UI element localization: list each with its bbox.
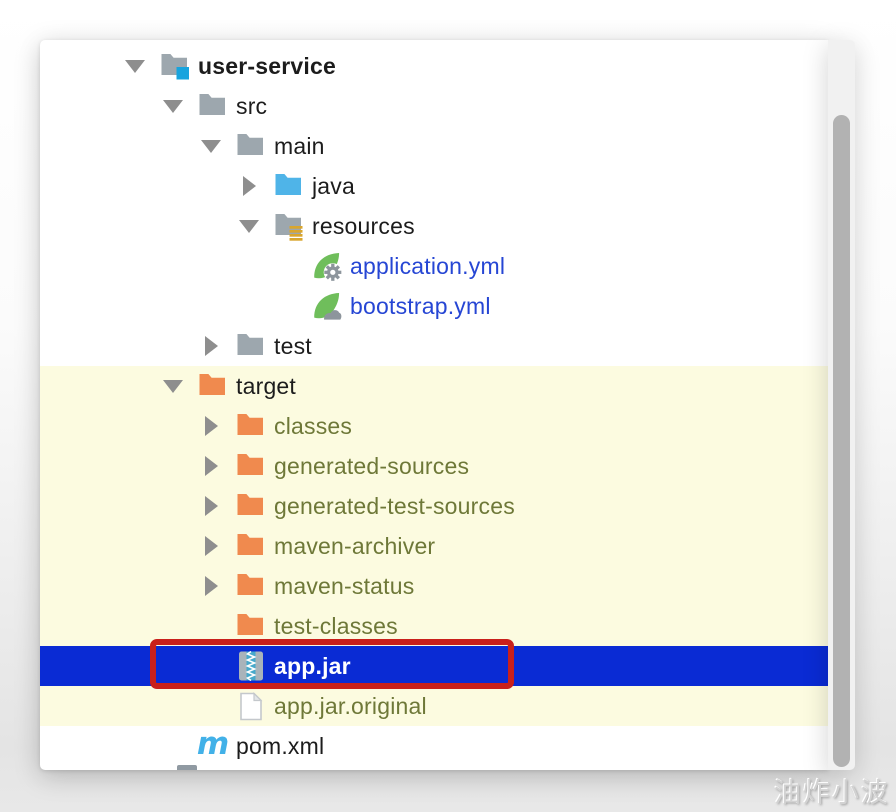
tree-row-classes[interactable]: classes [40, 406, 828, 446]
tree-row-bootstrap-yml[interactable]: bootstrap.yml [40, 286, 828, 326]
chevron-spacer [276, 246, 298, 286]
chevron-right-icon[interactable] [200, 406, 222, 446]
project-tree-panel: user-service src main java resources app… [40, 40, 828, 770]
folder-excluded-icon [198, 370, 228, 402]
chevron-spacer [162, 726, 184, 766]
tree-row-test[interactable]: test [40, 326, 828, 366]
tree-row-label: classes [274, 412, 353, 439]
spring-gear-icon [312, 250, 342, 282]
tree-row-user-service[interactable]: user-service [40, 46, 828, 86]
tree-row-generated-test-sources[interactable]: generated-test-sources [40, 486, 828, 526]
chevron-right-icon[interactable] [200, 446, 222, 486]
tree-row-label: generated-test-sources [274, 492, 515, 519]
tree-row-label: app.jar [274, 652, 351, 679]
tree-row-maven-archiver[interactable]: maven-archiver [40, 526, 828, 566]
tree-row-label: user-service [198, 52, 336, 79]
tree-row-label: main [274, 132, 325, 159]
folder-excluded-icon [236, 410, 266, 442]
project-tree: user-service src main java resources app… [40, 46, 828, 766]
chevron-down-icon[interactable] [200, 126, 222, 166]
chevron-spacer [200, 646, 222, 686]
chevron-down-icon[interactable] [162, 86, 184, 126]
folder-excluded-icon [236, 450, 266, 482]
folder-icon [236, 330, 266, 362]
maven-m-glyph: m [196, 726, 230, 762]
tree-row-label: test [274, 332, 312, 359]
clipped-next-row-icon [177, 765, 197, 770]
tree-row-test-classes[interactable]: test-classes [40, 606, 828, 646]
folder-excluded-icon [236, 570, 266, 602]
spring-cloud-icon [312, 290, 342, 322]
folder-excluded-icon [236, 490, 266, 522]
maven-icon: m [196, 726, 230, 762]
watermark-text: 油炸小波 [774, 778, 890, 808]
chevron-down-icon[interactable] [238, 206, 260, 246]
tree-row-src[interactable]: src [40, 86, 828, 126]
tree-row-app-jar[interactable]: app.jar [40, 646, 828, 686]
tree-row-target[interactable]: target [40, 366, 828, 406]
folder-resources-icon [274, 210, 304, 242]
chevron-right-icon[interactable] [200, 486, 222, 526]
chevron-right-icon[interactable] [200, 526, 222, 566]
tree-row-maven-status[interactable]: maven-status [40, 566, 828, 606]
folder-icon [198, 90, 228, 122]
chevron-right-icon[interactable] [200, 566, 222, 606]
chevron-spacer [276, 286, 298, 326]
chevron-right-icon[interactable] [238, 166, 260, 206]
tree-row-application-yml[interactable]: application.yml [40, 246, 828, 286]
tree-row-label: bootstrap.yml [350, 292, 491, 319]
tree-row-label: src [236, 92, 268, 119]
tree-row-generated-sources[interactable]: generated-sources [40, 446, 828, 486]
scrollbar-thumb[interactable] [833, 115, 850, 767]
chevron-spacer [200, 606, 222, 646]
tree-row-label: app.jar.original [274, 692, 427, 719]
tree-row-main[interactable]: main [40, 126, 828, 166]
folder-blue-icon [274, 170, 304, 202]
tree-row-label: pom.xml [236, 732, 325, 759]
folder-excluded-icon [236, 530, 266, 562]
tree-row-label: test-classes [274, 612, 398, 639]
tree-row-app-jar-original[interactable]: app.jar.original [40, 686, 828, 726]
tree-row-label: maven-archiver [274, 532, 436, 559]
jar-archive-icon [236, 650, 266, 682]
tree-row-label: resources [312, 212, 415, 239]
chevron-down-icon[interactable] [124, 46, 146, 86]
chevron-spacer [200, 686, 222, 726]
folder-icon [236, 130, 266, 162]
tree-row-label: target [236, 372, 297, 399]
scrollbar-track[interactable] [828, 40, 855, 770]
tree-row-java[interactable]: java [40, 166, 828, 206]
file-icon [236, 690, 266, 722]
tree-row-label: generated-sources [274, 452, 470, 479]
folder-excluded-icon [236, 610, 266, 642]
tree-row-label: java [312, 172, 355, 199]
project-folder-icon [160, 50, 190, 82]
tree-row-label: application.yml [350, 252, 506, 279]
tree-row-resources[interactable]: resources [40, 206, 828, 246]
chevron-right-icon[interactable] [200, 326, 222, 366]
chevron-down-icon[interactable] [162, 366, 184, 406]
tree-row-label: maven-status [274, 572, 415, 599]
